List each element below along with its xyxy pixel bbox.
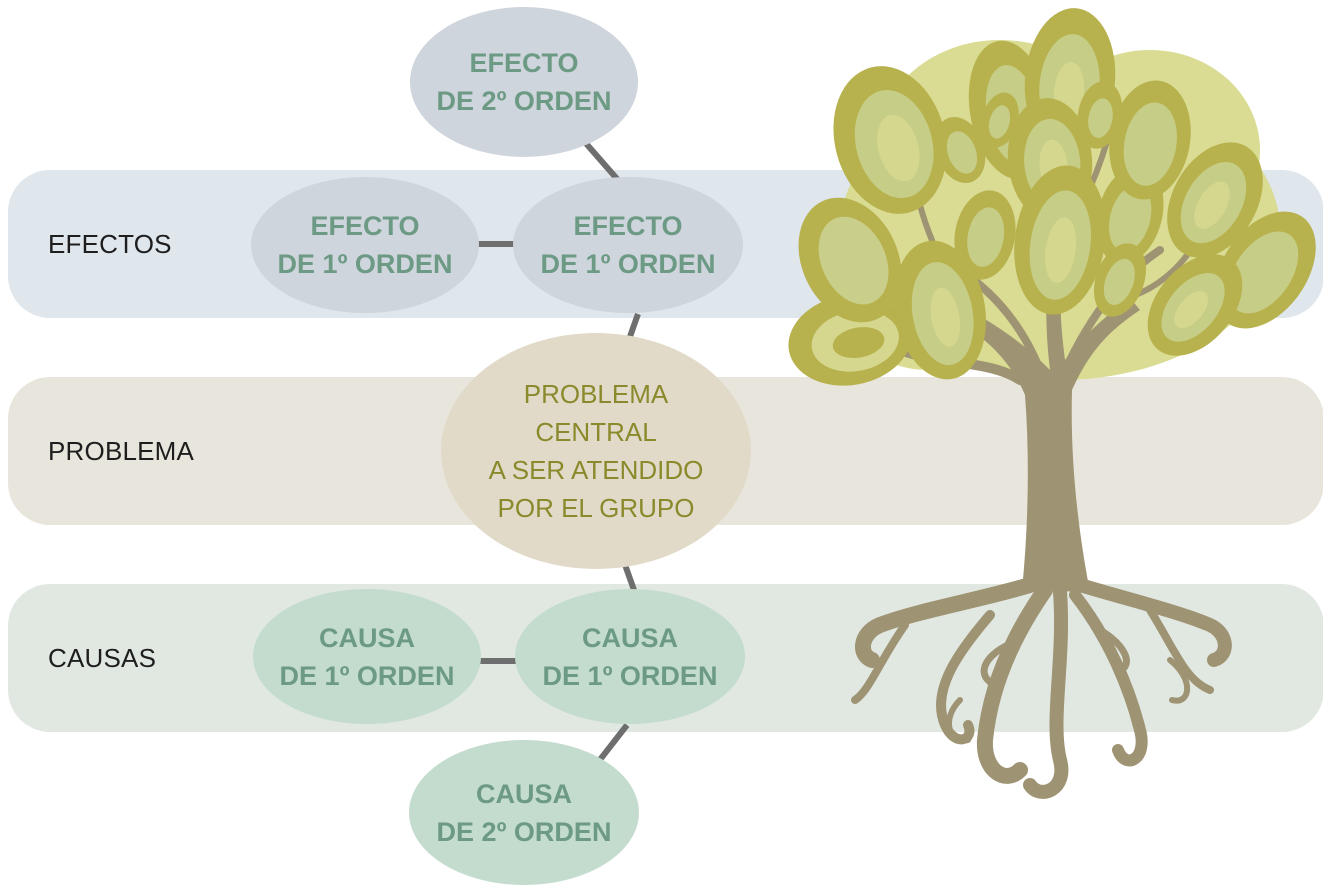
- cause-first-order-node-left: CAUSA DE 1º ORDEN: [253, 589, 481, 724]
- node-line: EFECTO: [310, 211, 420, 241]
- central-problem-node: PROBLEMA CENTRAL A SER ATENDIDO POR EL G…: [441, 333, 751, 569]
- effect-first-order-node-left: EFECTO DE 1º ORDEN: [251, 177, 479, 313]
- effects-band-label: EFECTOS: [48, 228, 172, 259]
- tree-trunk: [942, 248, 1140, 592]
- cause-first-order-node-right: CAUSA DE 1º ORDEN: [515, 589, 745, 724]
- node-line: A SER ATENDIDO: [488, 455, 704, 485]
- node-line: CAUSA: [475, 778, 572, 809]
- tree-leaves: [788, 8, 1316, 386]
- node-line: CENTRAL: [535, 417, 657, 447]
- node-line: DE 2º ORDEN: [436, 816, 612, 847]
- node-line: DE 1º ORDEN: [279, 660, 455, 691]
- node-line: CAUSA: [581, 622, 678, 653]
- node-line: CAUSA: [318, 622, 415, 653]
- node-line: EFECTO: [469, 48, 579, 78]
- node-line: DE 2º ORDEN: [436, 86, 612, 116]
- connector-effect2-effect1: [580, 138, 621, 182]
- effect-second-order-node: EFECTO DE 2º ORDEN: [410, 7, 638, 157]
- tree-roots: [851, 577, 1232, 799]
- cause-second-order-node: CAUSA DE 2º ORDEN: [409, 740, 639, 885]
- node-line: POR EL GRUPO: [497, 493, 695, 523]
- node-line: DE 1º ORDEN: [540, 249, 716, 279]
- node-line: PROBLEMA: [523, 379, 669, 409]
- causes-band-label: CAUSAS: [48, 642, 157, 673]
- node-line: EFECTO: [573, 211, 683, 241]
- tree-icon: [788, 8, 1316, 799]
- problem-band-label: PROBLEMA: [48, 435, 195, 466]
- node-line: DE 1º ORDEN: [542, 660, 718, 691]
- node-line: DE 1º ORDEN: [277, 249, 453, 279]
- effect-first-order-node-right: EFECTO DE 1º ORDEN: [513, 177, 743, 313]
